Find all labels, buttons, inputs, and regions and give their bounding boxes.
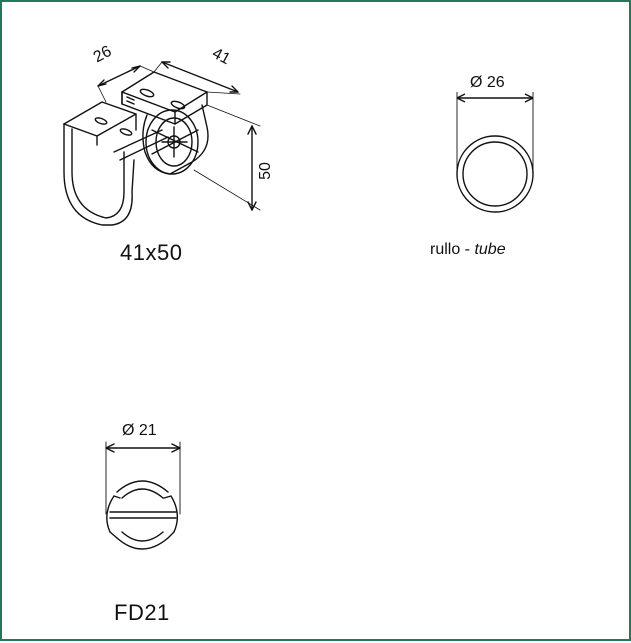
- tube-section: [456, 92, 534, 213]
- tube-caption: rullo - tube: [430, 241, 506, 259]
- bracket-top-plate: [121, 71, 208, 125]
- profile-section: [105, 441, 181, 550]
- tube-caption-italic: tube: [474, 241, 506, 258]
- tube-caption-main: rullo -: [430, 241, 475, 258]
- tube-diameter-label: Ø 26: [470, 74, 505, 91]
- dim-height-label: 50: [256, 162, 274, 180]
- profile-diameter-label: Ø 21: [122, 422, 157, 439]
- bracket-caption: 41x50: [120, 240, 183, 265]
- profile-caption: FD21: [114, 600, 170, 625]
